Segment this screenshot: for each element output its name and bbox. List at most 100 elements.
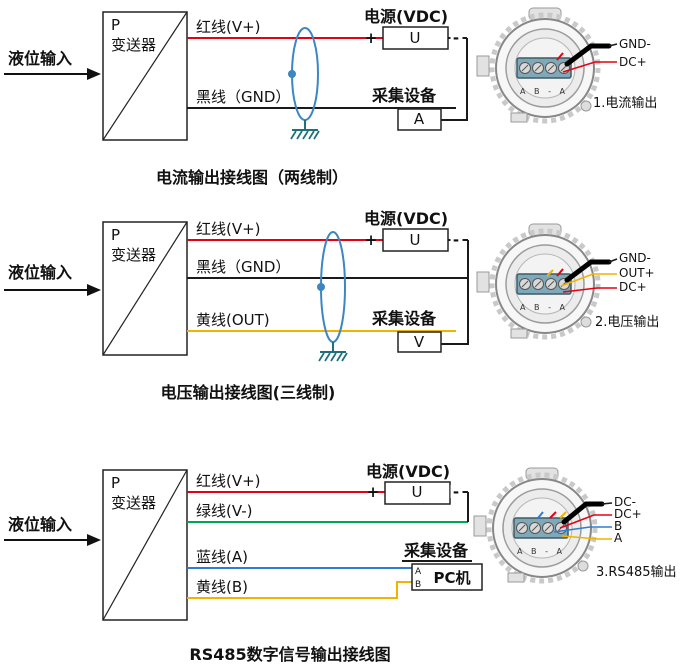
device-label-a: A	[614, 531, 623, 545]
diagram-caption: 电压输出接线图(三线制)	[161, 383, 336, 402]
device-caption: 3.RS485输出	[596, 564, 677, 580]
red-stub	[556, 268, 564, 277]
yellow-stub	[559, 511, 567, 519]
power-title: 电源(VDC)	[364, 7, 448, 26]
terminal-labels: A B - A	[517, 547, 565, 556]
shield-dot-icon	[288, 70, 296, 78]
transmitter-name: 变送器	[111, 36, 156, 54]
device-label-dcminus: DC-	[614, 495, 636, 509]
device-photo-current: GND- DC+ A B - A 1.电流输出	[477, 8, 657, 122]
green-wire-label: 绿线(V-)	[196, 502, 253, 520]
dcplus-lead	[559, 514, 612, 529]
device-cable	[564, 259, 612, 283]
transmitter-name: 变送器	[111, 494, 156, 512]
yellow-stub	[546, 269, 554, 277]
device-label-dc: DC+	[619, 280, 647, 294]
plus-sign: +	[367, 483, 380, 501]
level-input-arrow-icon	[4, 68, 101, 80]
power-return-wire-vertical	[441, 38, 468, 121]
level-input-arrow-icon	[4, 284, 101, 296]
dc-lead	[562, 61, 617, 73]
housing-icon	[477, 224, 598, 338]
minus-backing	[450, 233, 463, 246]
blue-stub	[537, 511, 544, 519]
terminal-b-label: B	[415, 580, 421, 590]
device-photo-rs485: DC- DC+ B A A B - A 3.RS485输出	[474, 468, 677, 582]
diagram-caption: RS485数字信号输出接线图	[189, 645, 390, 664]
red-stub	[549, 511, 557, 519]
transmitter-symbol: P	[111, 16, 120, 34]
black-wire-label: 黑线（GND）	[196, 258, 290, 276]
power-return-wire-vertical	[441, 240, 469, 345]
power-unit-label: U	[412, 483, 423, 501]
plus-sign: +	[365, 231, 378, 249]
terminal-labels: A B - A	[520, 303, 568, 312]
out-lead	[560, 273, 617, 287]
collector-unit-box	[397, 331, 442, 353]
b-lead	[553, 526, 612, 533]
collector-title: 采集设备	[371, 309, 437, 328]
yellow-wire-label: 黄线(B)	[196, 578, 248, 596]
device-label-b: B	[614, 519, 622, 533]
gnd-lead	[608, 258, 618, 263]
diagram-caption: 电流输出接线图（两线制）	[156, 168, 348, 187]
red-wire-label: 红线(V+)	[196, 472, 261, 490]
collector-title: 采集设备	[371, 86, 437, 105]
red-wire-label: 红线(V+)	[196, 220, 261, 238]
terminal-a-label: A	[415, 567, 422, 577]
level-input-label: 液位输入	[8, 263, 72, 282]
device-label-gnd: GND-	[619, 251, 651, 265]
a-lead	[561, 535, 612, 540]
blue-wire-label: 蓝线(A)	[196, 548, 248, 566]
yellow-wire	[187, 581, 412, 599]
device-label-out: OUT+	[619, 266, 655, 280]
red-stub	[556, 52, 564, 61]
housing-icon	[474, 468, 595, 582]
diagram-voltage-output: 液位输入 P 变送器 红线(V+) 黑线（GND） 黄线(OUT) 电源(VDC…	[4, 209, 659, 402]
minus-backing	[450, 485, 463, 498]
power-title: 电源(VDC)	[364, 209, 448, 228]
transmitter-name: 变送器	[111, 246, 156, 264]
diagram-rs485-output: 液位输入 P 变送器 红线(V+) 绿线(V-) 蓝线(A) 黄线(B) 电源(…	[4, 462, 677, 664]
level-input-label: 液位输入	[8, 49, 72, 68]
red-wire-label: 红线(V+)	[196, 18, 261, 36]
power-title: 电源(VDC)	[366, 462, 450, 481]
plus-sign: +	[365, 29, 378, 47]
level-input-arrow-icon	[4, 534, 101, 546]
collector-unit-label: A	[414, 110, 425, 128]
level-input-label: 液位输入	[8, 515, 72, 534]
power-unit-label: U	[410, 29, 421, 47]
transmitter-diagonal	[102, 469, 188, 621]
yellow-wire-label: 黄线(OUT)	[196, 311, 270, 329]
device-photo-voltage: GND- OUT+ DC+ A B - A 2.电压输出	[477, 224, 659, 338]
collector-unit-box	[397, 108, 442, 131]
collector-title: 采集设备	[403, 541, 469, 560]
terminal-labels: A B - A	[520, 87, 568, 96]
minus-sign: -	[453, 29, 459, 47]
pc-box	[411, 563, 483, 591]
transmitter-symbol: P	[111, 226, 120, 244]
collector-unit-label: V	[414, 333, 425, 351]
device-caption: 2.电压输出	[595, 314, 659, 330]
transmitter-diagonal	[102, 11, 188, 141]
dcminus-lead	[601, 502, 613, 505]
housing-icon	[477, 8, 598, 122]
transmitter-diagonal	[102, 221, 188, 356]
shield-dot-icon	[317, 283, 325, 291]
diagram-current-output: 液位输入 P 变送器 红线(V+) 黑线（GND） 电源(VDC) U + - …	[4, 7, 657, 187]
device-label-dcplus: DC+	[614, 507, 642, 521]
device-label-gnd: GND-	[619, 37, 651, 51]
device-caption: 1.电流输出	[593, 95, 657, 111]
power-unit-label: U	[410, 231, 421, 249]
minus-backing	[450, 31, 463, 44]
device-cable	[561, 501, 605, 525]
pc-label: PC机	[433, 569, 470, 587]
minus-sign: -	[453, 483, 459, 501]
minus-sign: -	[453, 231, 459, 249]
ground-icon	[290, 120, 320, 140]
gnd-lead	[608, 43, 618, 47]
black-wire-label: 黑线（GND）	[196, 88, 290, 106]
device-label-dc: DC+	[619, 55, 647, 69]
dc-lead	[562, 287, 617, 293]
